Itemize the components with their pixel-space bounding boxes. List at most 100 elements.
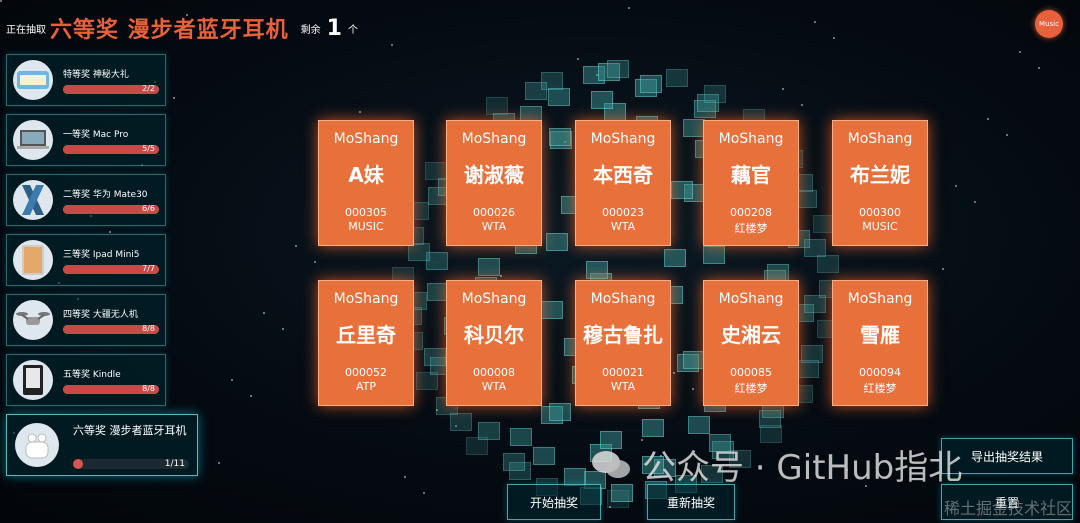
prize-item-second: 二等奖 华为 Mate30 6/6 bbox=[6, 174, 166, 226]
card-brand: MoShang bbox=[847, 131, 913, 147]
sphere-tile bbox=[424, 162, 447, 181]
star bbox=[846, 469, 848, 471]
card-code: 000021 bbox=[602, 366, 644, 379]
sphere-tile bbox=[666, 69, 689, 88]
sphere-tile bbox=[676, 353, 699, 372]
card-code: 000023 bbox=[602, 206, 644, 219]
sphere-tile bbox=[797, 360, 820, 379]
card-team: WTA bbox=[481, 220, 507, 233]
card-code: 000026 bbox=[473, 206, 515, 219]
sphere-tile bbox=[670, 180, 693, 199]
prize-progress-text: 6/6 bbox=[142, 204, 155, 213]
star bbox=[1019, 51, 1021, 53]
export-results-button[interactable]: 导出抽奖结果 bbox=[941, 438, 1073, 474]
card-name: 谢淑薇 bbox=[464, 163, 524, 187]
card-team: ATP bbox=[355, 380, 377, 393]
star bbox=[436, 409, 438, 411]
restart-draw-button[interactable]: 重新抽奖 bbox=[647, 484, 735, 520]
card-team: MUSIC bbox=[862, 220, 898, 233]
star bbox=[173, 97, 175, 99]
sphere-tile bbox=[547, 87, 570, 106]
card-name: 雪雁 bbox=[860, 323, 900, 347]
prize-title: 特等奖 神秘大礼 bbox=[63, 70, 129, 80]
prize-progress-bar: 5/5 bbox=[63, 144, 159, 154]
star bbox=[801, 104, 803, 106]
sphere-tile bbox=[687, 415, 710, 434]
prize-item-sixth: 六等奖 漫步者蓝牙耳机 1/11 bbox=[6, 414, 198, 476]
reset-button[interactable]: 重置 bbox=[941, 484, 1073, 520]
sphere-tile bbox=[486, 97, 509, 116]
prize-progress-text: 1/11 bbox=[164, 459, 185, 469]
sphere-tile bbox=[586, 261, 609, 280]
card-code: 000208 bbox=[730, 206, 772, 219]
prize-progress-bar: 8/8 bbox=[63, 324, 159, 334]
star bbox=[218, 462, 220, 464]
sphere-tile bbox=[697, 94, 720, 113]
header: 正在抽取 六等奖 漫步者蓝牙耳机 剩余 1 个 bbox=[6, 8, 358, 48]
star bbox=[263, 312, 265, 314]
card-team: 红楼梦 bbox=[734, 222, 768, 235]
card-name: 穆古鲁扎 bbox=[583, 323, 663, 347]
prize-progress-text: 8/8 bbox=[142, 384, 155, 393]
star bbox=[250, 395, 252, 397]
star bbox=[974, 201, 976, 203]
card-brand: MoShang bbox=[718, 291, 784, 307]
start-draw-button[interactable]: 开始抽奖 bbox=[507, 484, 601, 520]
star bbox=[609, 506, 611, 508]
sphere-tile bbox=[424, 347, 447, 366]
watermark-text: 公众号 · GitHub指北 bbox=[642, 448, 963, 488]
sphere-tile bbox=[600, 431, 623, 450]
prize-item-fourth: 四等奖 大疆无人机 8/8 bbox=[6, 294, 166, 346]
card-code: 000008 bbox=[473, 366, 515, 379]
star bbox=[782, 88, 784, 90]
remain-count: 1 bbox=[326, 15, 342, 41]
star bbox=[564, 141, 566, 143]
sphere-tile bbox=[711, 440, 734, 459]
prize-title: 二等奖 华为 Mate30 bbox=[63, 190, 148, 200]
star bbox=[186, 14, 188, 16]
remain-unit: 个 bbox=[347, 24, 358, 36]
sphere-tile bbox=[817, 254, 840, 273]
sphere-tile bbox=[509, 462, 532, 481]
prize-progress-bar: 1/11 bbox=[73, 459, 189, 469]
star bbox=[500, 275, 502, 277]
star bbox=[628, 7, 630, 9]
prize-progress-bar: 7/7 bbox=[63, 264, 159, 274]
sphere-tile bbox=[582, 66, 605, 85]
sphere-tile bbox=[641, 455, 664, 474]
sphere-tile bbox=[611, 483, 634, 502]
star bbox=[942, 268, 944, 270]
music-button[interactable]: Music bbox=[1035, 10, 1063, 38]
sphere-tile bbox=[801, 344, 824, 363]
sphere-tile bbox=[541, 72, 564, 91]
sphere-tile bbox=[502, 452, 525, 471]
card-name: 本西奇 bbox=[593, 163, 653, 187]
card-name: A妹 bbox=[348, 163, 384, 187]
sphere-tile bbox=[634, 78, 657, 97]
card-name: 布兰妮 bbox=[850, 163, 910, 187]
card-brand: MoShang bbox=[590, 291, 656, 307]
sphere-tile bbox=[416, 372, 439, 391]
laptop-icon bbox=[13, 120, 53, 160]
sphere-tile bbox=[478, 257, 501, 276]
prize-item-first: 一等奖 Mac Pro 5/5 bbox=[6, 114, 166, 166]
sphere-tile bbox=[682, 350, 705, 369]
star bbox=[673, 372, 675, 374]
prize-item-special: 特等奖 神秘大礼 2/2 bbox=[6, 54, 166, 106]
sphere-tile bbox=[510, 428, 533, 447]
star bbox=[814, 21, 816, 23]
sphere-tile bbox=[598, 63, 621, 82]
sphere-tile bbox=[803, 239, 826, 258]
sphere-tile bbox=[704, 84, 727, 103]
tablet-icon bbox=[13, 240, 53, 280]
card-brand: MoShang bbox=[333, 291, 399, 307]
sphere-tile bbox=[548, 403, 571, 422]
sphere-tile bbox=[703, 245, 726, 264]
sphere-tile bbox=[729, 449, 752, 468]
prize-title: 五等奖 Kindle bbox=[63, 370, 121, 380]
earbuds-icon bbox=[15, 423, 59, 467]
